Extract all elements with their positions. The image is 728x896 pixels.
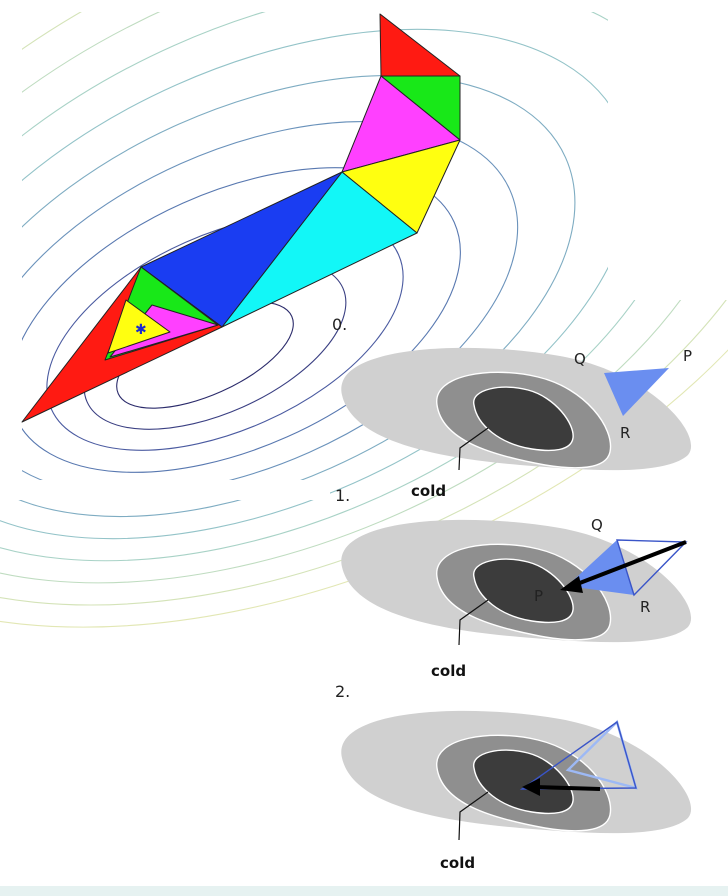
vertex-r-label: R [620,424,630,442]
vertex-p-label: P [683,347,692,365]
step-number: 1. [335,486,350,505]
step-number: 2. [335,682,350,701]
cold-label: cold [440,854,475,872]
vertex-p-label: P [534,587,543,605]
vertex-q-label: Q [574,350,586,368]
triangle-red-top [380,14,460,76]
step-0-panel: 0. cold Q P R [332,315,692,500]
step-arrow [535,787,600,789]
cold-label: cold [431,662,466,680]
bottom-strip [0,886,728,896]
vertex-q-label: Q [591,516,603,534]
step-number: 0. [332,315,347,334]
vertex-r-label: R [640,598,650,616]
cold-label: cold [411,482,446,500]
step-2-panel: 2. cold [335,682,691,872]
step-1-panel: 1. cold Q P R [335,486,691,680]
minimum-star-icon: ✱ [135,322,147,338]
